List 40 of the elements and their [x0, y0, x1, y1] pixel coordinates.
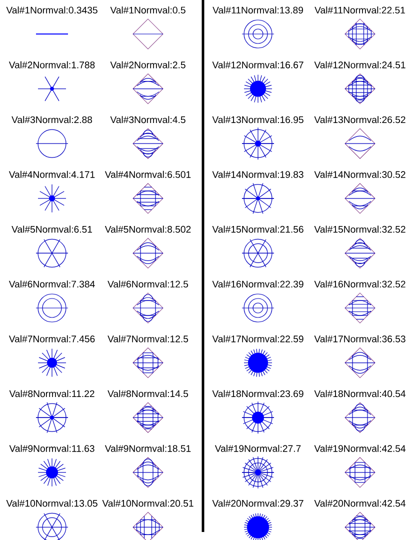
- value-label: Val#4Normval:4.171: [8, 170, 95, 178]
- value-label: Val#14Normval:30.52: [314, 170, 406, 178]
- value-label: Val#13Normval:16.95: [212, 116, 304, 124]
- value-label: Val#18Normval:40.54: [314, 390, 406, 398]
- value-label: Val#4Normval:6.501: [104, 170, 191, 178]
- value-label: Val#8Normval:11.22: [9, 390, 94, 398]
- value-label: Val#1Normval:0.5: [110, 6, 186, 14]
- value-label: Val#8Normval:14.5: [108, 390, 188, 398]
- value-label: Val#10Normval:13.05: [6, 500, 98, 507]
- value-label: Val#20Normval:29.37: [212, 500, 304, 507]
- value-label: Val#14Normval:19.83: [212, 170, 304, 178]
- value-label: Val#2Normval:1.788: [8, 61, 95, 68]
- value-label: Val#3Normval:4.5: [110, 116, 186, 124]
- value-label: Val#13Normval:26.52: [314, 116, 406, 124]
- value-label: Val#17Normval:36.53: [314, 335, 406, 342]
- value-label: Val#5Normval:8.502: [104, 226, 191, 233]
- value-label: Val#20Normval:42.54: [314, 500, 406, 507]
- value-label: Val#12Normval:16.67: [212, 61, 304, 68]
- value-label: Val#5Normval:6.51: [12, 226, 92, 233]
- value-label: Val#6Normval:7.384: [8, 280, 95, 288]
- value-label: Val#17Normval:22.59: [212, 335, 304, 342]
- value-label: Val#7Normval:7.456: [8, 335, 95, 342]
- value-label: Val#16Normval:32.52: [314, 280, 406, 288]
- value-label: Val#2Normval:2.5: [110, 61, 186, 68]
- value-label: Val#7Normval:12.5: [108, 335, 188, 342]
- value-label: Val#1Normval:0.3435: [6, 6, 98, 14]
- value-label: Val#9Normval:18.51: [104, 444, 191, 452]
- value-label: Val#9Normval:11.63: [9, 444, 94, 452]
- value-label: Val#18Normval:23.69: [212, 390, 304, 398]
- value-label: Val#19Normval:42.54: [314, 444, 406, 452]
- value-label: Val#12Normval:24.51: [314, 61, 406, 68]
- value-label: Val#11Normval:13.89: [212, 6, 303, 14]
- value-label: Val#19Normval:27.7: [214, 444, 301, 452]
- value-label: Val#3Normval:2.88: [12, 116, 92, 124]
- value-label: Val#11Normval:22.51: [314, 6, 405, 14]
- value-label: Val#15Normval:32.52: [314, 226, 406, 233]
- value-label: Val#10Normval:20.51: [102, 500, 194, 507]
- value-label: Val#16Normval:22.39: [212, 280, 304, 288]
- value-label: Val#15Normval:21.56: [212, 226, 304, 233]
- value-label: Val#6Normval:12.5: [108, 280, 188, 288]
